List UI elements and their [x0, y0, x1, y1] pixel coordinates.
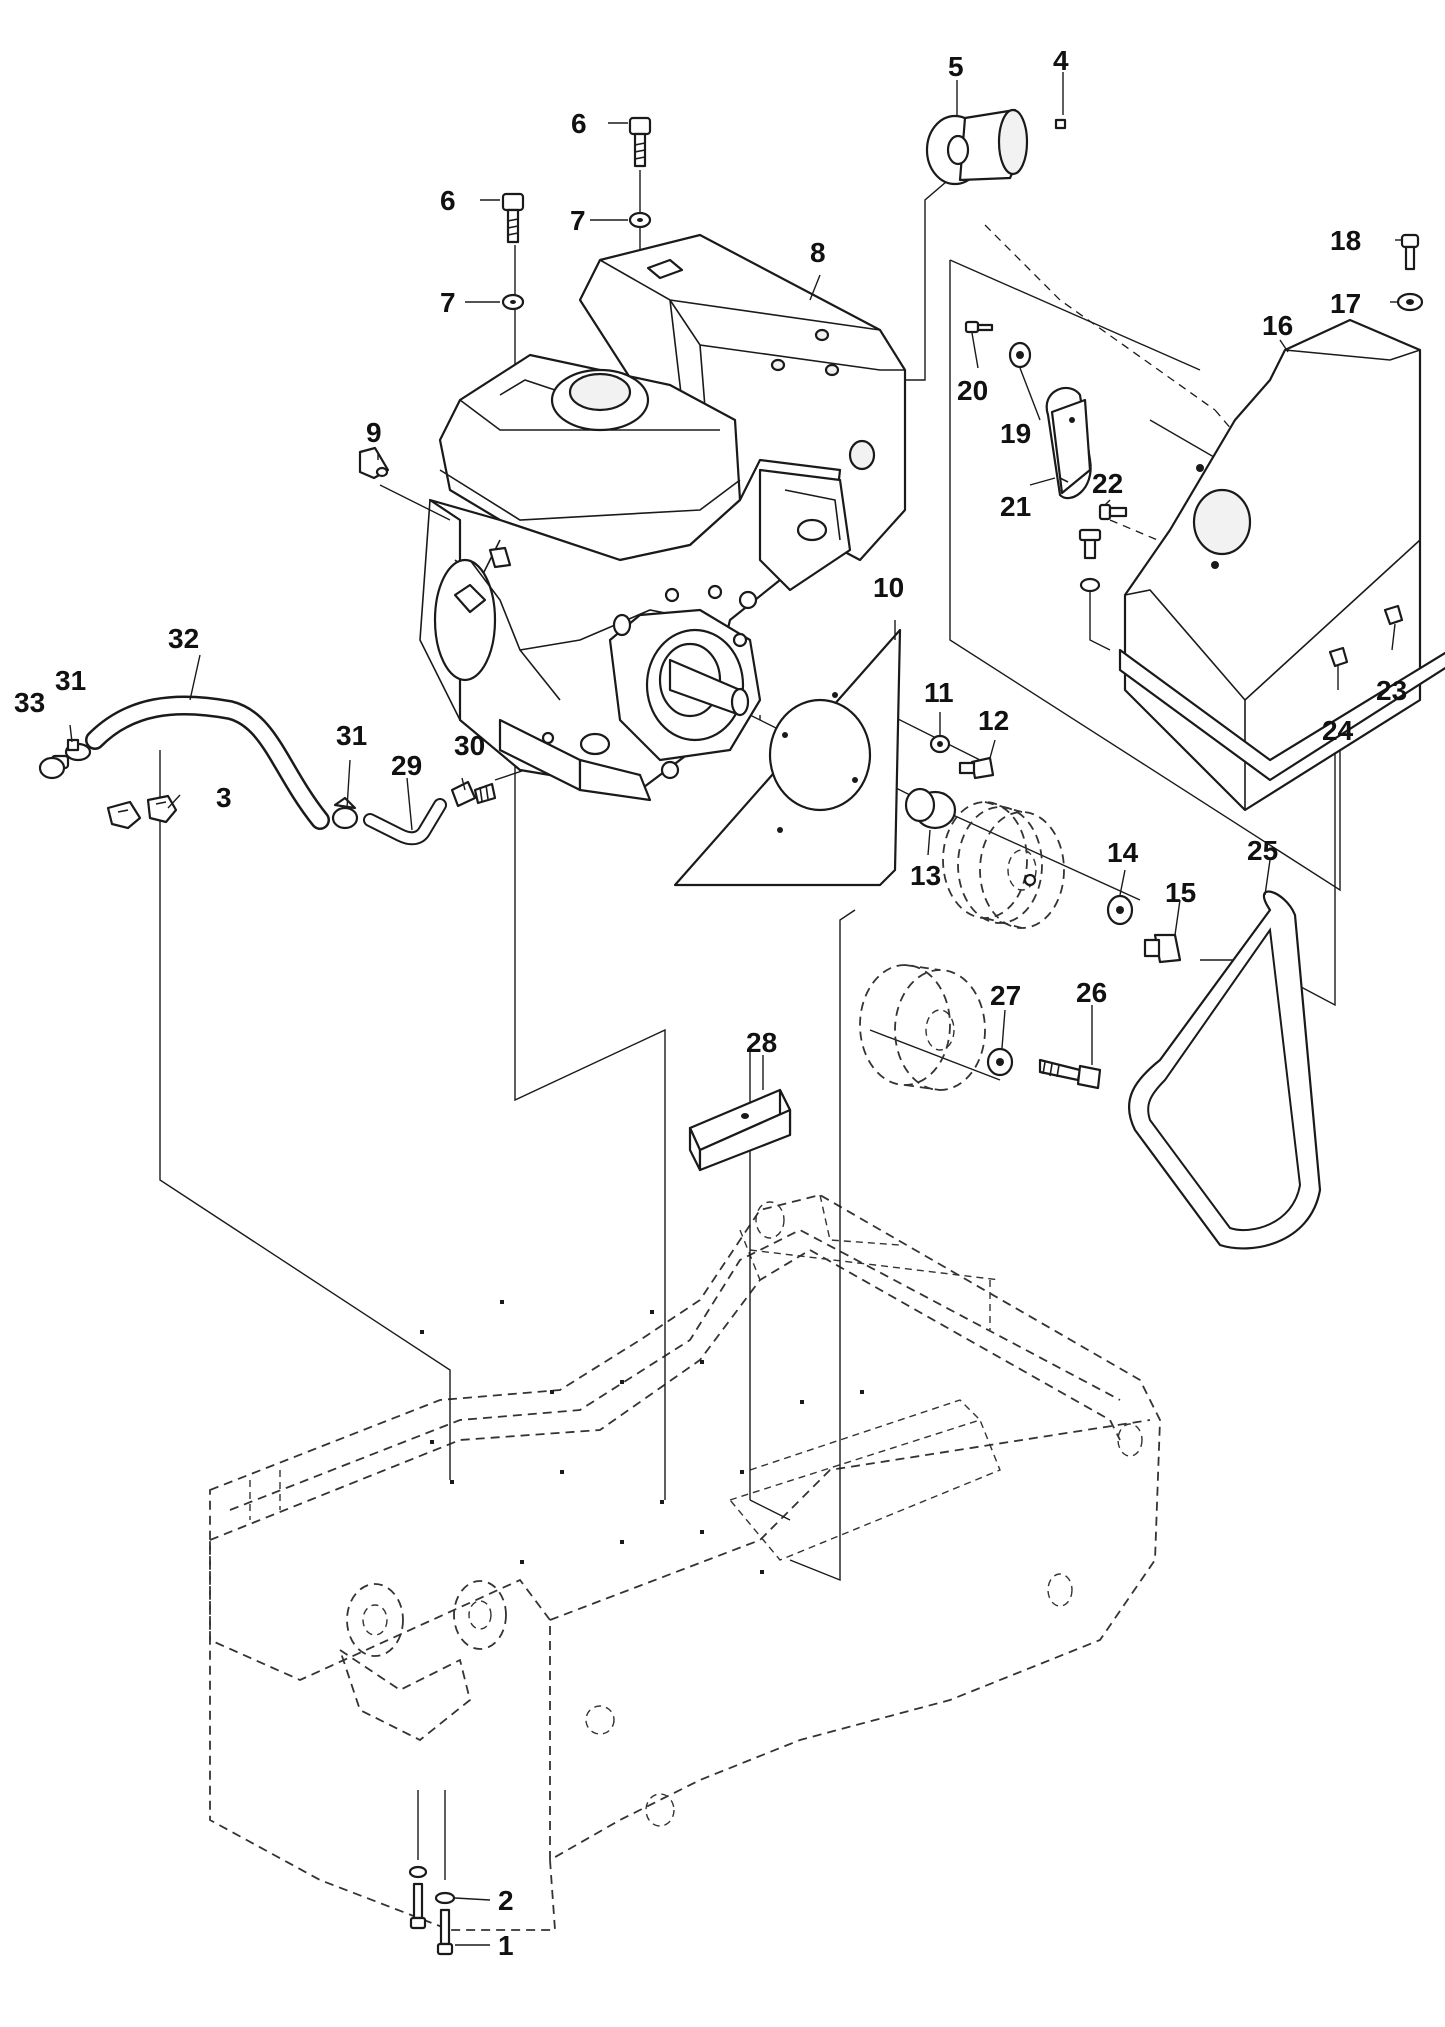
part-12-bolt: [958, 756, 995, 780]
engine: [419, 233, 907, 802]
part-15-bolt: [1143, 933, 1182, 964]
callout-20: 20: [957, 375, 988, 406]
part-28-block: [688, 1088, 792, 1172]
callout-19: 19: [1000, 418, 1031, 449]
callout-29: 29: [391, 750, 422, 781]
part-6-bolt-a: [628, 116, 652, 168]
part-32-fuel-hose: [85, 695, 330, 830]
clutch-pulley: [942, 801, 1065, 929]
part-4-screw: [1054, 118, 1067, 130]
callout-31-a: 31: [55, 665, 86, 696]
part-33-cap: [38, 754, 70, 780]
callout-5: 5: [948, 51, 964, 82]
part-3-hose-clip: [106, 794, 178, 830]
part-19-washer: [1008, 341, 1032, 369]
callout-10: 10: [873, 572, 904, 603]
part-31-clamp-a: [64, 738, 92, 762]
part-26-bolt: [1038, 1058, 1102, 1090]
callout-13: 13: [910, 860, 941, 891]
callout-23: 23: [1376, 675, 1407, 706]
callout-31-b: 31: [336, 720, 367, 751]
part-7-washer-b: [501, 293, 525, 311]
part-30-fitting: [450, 780, 497, 808]
part-21-cover-plate: [1045, 386, 1092, 500]
part-22-screws: [1078, 503, 1128, 651]
callout-25: 25: [1247, 835, 1278, 866]
callout-33: 33: [14, 687, 45, 718]
part-2-washer: [408, 1865, 456, 1905]
callout-30: 30: [454, 730, 485, 761]
callout-32: 32: [168, 623, 199, 654]
callout-14: 14: [1107, 837, 1139, 868]
callout-28: 28: [746, 1027, 777, 1058]
base-hole-marks: [420, 1300, 864, 1574]
callout-labels: 1 2 3 4 5 6 6 7 7 8 9 10 11 12 13 14 15 …: [14, 45, 1407, 1961]
callout-6-b: 6: [440, 185, 456, 216]
base-plate: [209, 1194, 1161, 1931]
callout-7-a: 7: [570, 205, 586, 236]
callout-15: 15: [1165, 877, 1196, 908]
callout-16: 16: [1262, 310, 1293, 341]
callout-4: 4: [1053, 45, 1069, 76]
callout-17: 17: [1330, 288, 1361, 319]
part-10-plate: [673, 628, 902, 887]
part-6-bolt-b: [501, 192, 525, 244]
callout-2: 2: [498, 1885, 514, 1916]
callout-27: 27: [990, 980, 1021, 1011]
part-23-nut: [1383, 604, 1404, 626]
callout-8: 8: [810, 237, 826, 268]
callout-26: 26: [1076, 977, 1107, 1008]
part-11-washer: [929, 734, 951, 754]
part-5-guard: [925, 108, 1029, 186]
part-7-washer-a: [628, 211, 652, 229]
part-9-fitting: [358, 446, 390, 480]
part-17-washer: [1396, 292, 1424, 312]
part-29-elbow: [363, 798, 447, 846]
callout-11: 11: [924, 677, 954, 708]
part-20-screw: [964, 320, 994, 334]
callout-1: 1: [498, 1930, 514, 1961]
callout-12: 12: [978, 705, 1009, 736]
part-31-clamp-b: [331, 796, 359, 830]
part-16-belt-guard: [1118, 318, 1445, 812]
callout-24: 24: [1322, 715, 1354, 746]
callout-7-b: 7: [440, 287, 456, 318]
part-27-washer: [986, 1047, 1014, 1077]
callout-18: 18: [1330, 225, 1361, 256]
part-1-bolt: [409, 1882, 454, 1956]
callout-22: 22: [1092, 468, 1123, 499]
callout-leaders: [69, 72, 1403, 1946]
part-13-bushing: [904, 787, 957, 830]
part-25-belt: [1127, 890, 1322, 1250]
lower-pulley: [859, 964, 986, 1091]
part-24-nut: [1328, 646, 1349, 668]
part-14-washer: [1106, 894, 1134, 926]
callout-6-a: 6: [571, 108, 587, 139]
callout-9: 9: [366, 417, 382, 448]
callout-21: 21: [1000, 491, 1031, 522]
callout-3: 3: [216, 782, 232, 813]
part-18-bolt: [1400, 233, 1420, 271]
